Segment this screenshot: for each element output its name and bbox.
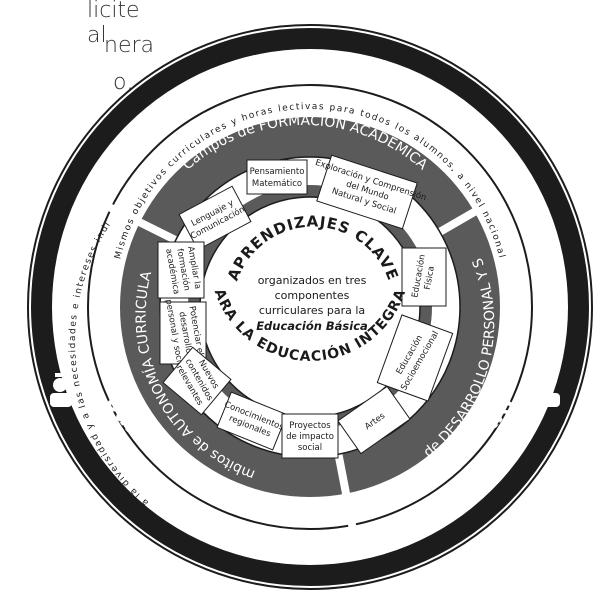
teacher-icon <box>50 373 72 407</box>
center-body: organizados en tres componentes curricul… <box>256 274 368 333</box>
box-socio: EducaciónSocioemocional <box>376 314 454 402</box>
svg-text:curriculares para la: curriculares para la <box>259 304 365 317</box>
box-lenguaje: Lenguaje yComunicación <box>178 185 252 251</box>
outer-ring-edge <box>29 26 591 588</box>
svg-text:organizados en tres: organizados en tres <box>258 274 367 287</box>
paragraph-line: licite al <box>87 0 140 48</box>
box-fisica: EducaciónFísica <box>401 247 447 307</box>
svg-text:Educación Básica: Educación Básica <box>256 319 368 333</box>
box-conocimientos: Conocimientosregionales <box>216 391 288 451</box>
student-icon <box>538 375 560 407</box>
svg-text:componentes: componentes <box>275 289 350 302</box>
box-nuevos: Nuevoscontenidosrelevantes <box>162 346 232 416</box>
clipped-paragraph: licite al nera o, <box>0 0 154 110</box>
paragraph-line: nera <box>104 33 155 58</box>
box-ampliar: Ampliar laformaciónacadémica <box>157 241 205 299</box>
box-potenciar: Potenciar eldesarrollopersonal y social <box>159 299 207 371</box>
paragraph-line: o, <box>113 70 134 95</box>
box-artes: Artes <box>337 385 411 455</box>
